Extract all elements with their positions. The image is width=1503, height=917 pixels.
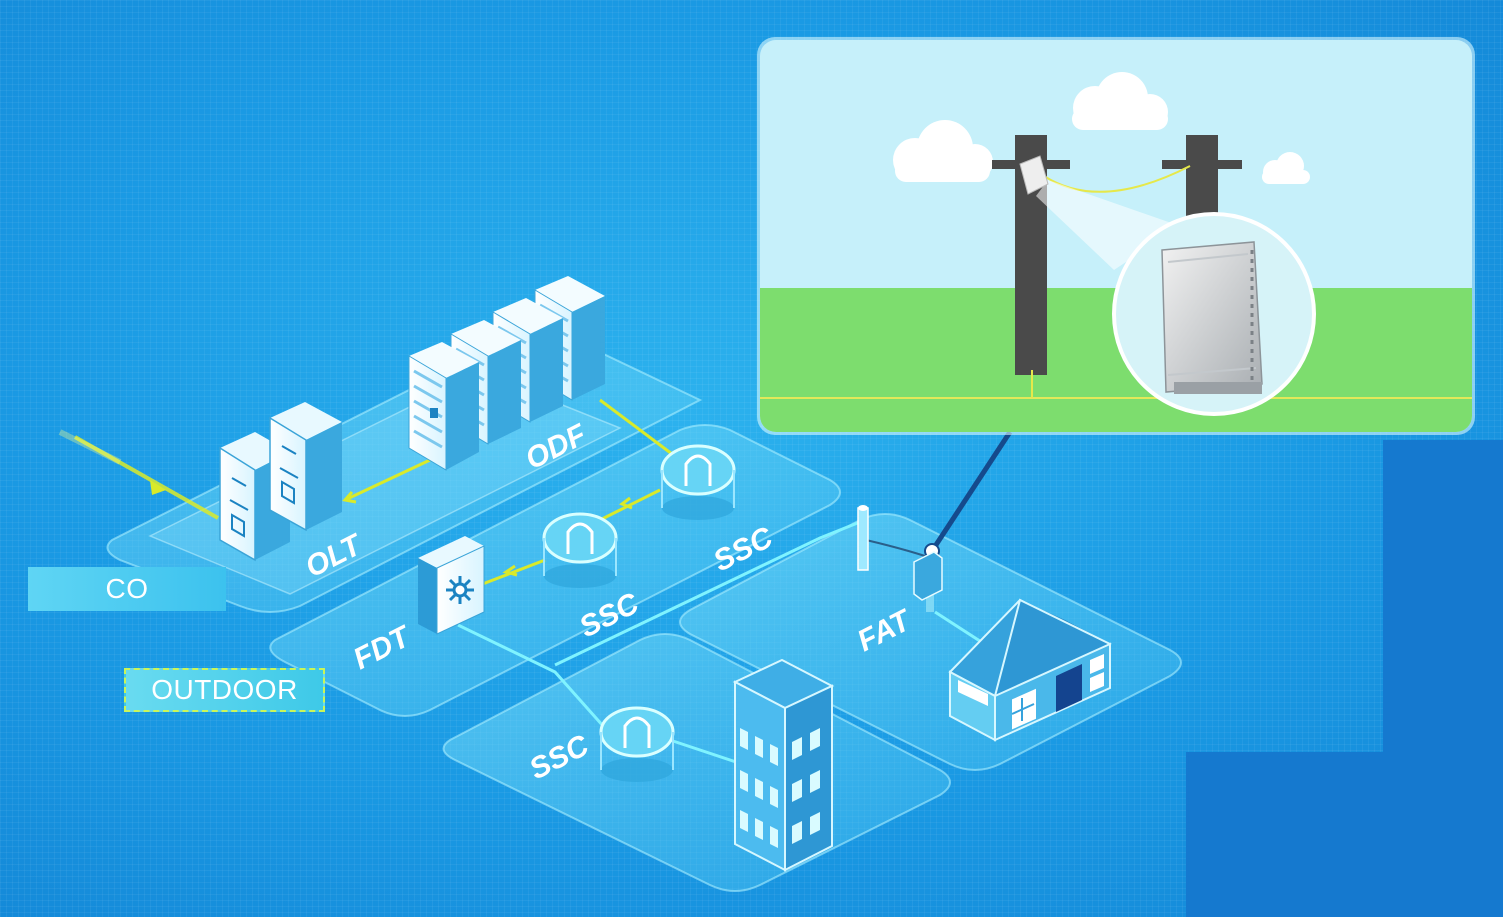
olt-rack-icon [219,402,342,562]
fdt-cabinet-icon [418,536,485,635]
apartment-building-icon [732,658,835,872]
utility-pole-icon [1162,135,1242,217]
fiber-links [58,398,1013,767]
pole-icon [857,505,869,571]
cloud-icon [1072,72,1168,130]
corner-block-right [1383,440,1503,760]
fat-installation-inset [757,37,1475,435]
fat-box-icon [913,551,943,612]
co-legend-badge: CO [28,567,226,611]
cloud-icon [1262,152,1310,184]
odf-rack-icon [408,276,605,471]
outdoor-legend-badge: OUTDOOR [124,668,325,712]
house-icon [948,598,1112,742]
fat-box-closeup-icon [1161,241,1263,394]
cloud-icon [893,120,993,182]
splice-closure-icon [542,444,736,782]
corner-block-bottom-right [1186,752,1503,917]
